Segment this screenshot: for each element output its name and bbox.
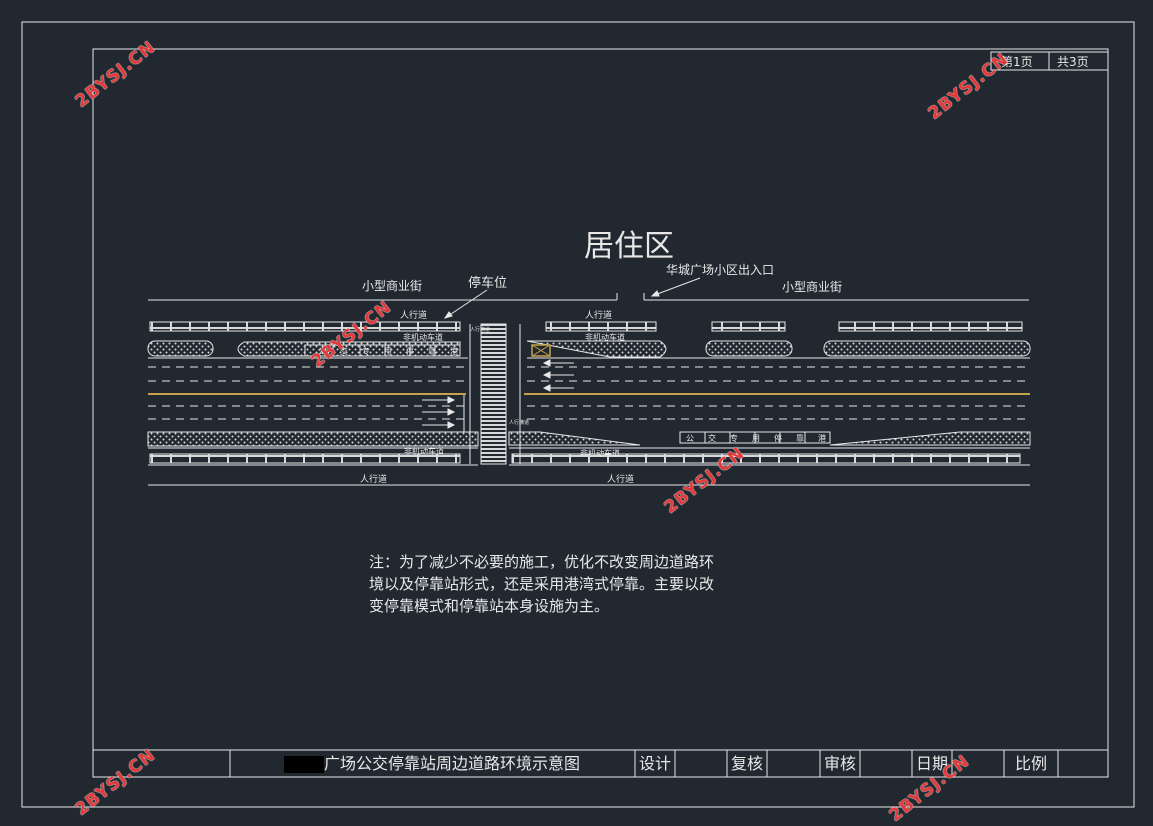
yellow-marker — [531, 344, 551, 357]
inner-frame — [92, 48, 1109, 778]
label-nonmotor-top-left: 非机动车道 — [403, 332, 443, 342]
curb-top-left — [149, 321, 461, 332]
label-street-right: 小型商业街 — [782, 279, 842, 294]
leader-entrance — [651, 277, 701, 297]
label-nonmotor-top-mid: 非机动车道 — [585, 332, 625, 342]
note-text: 注：为了减少不必要的施工，优化不改变周边道路环 境以及停靠站形式，还是采用港湾式… — [369, 551, 769, 617]
drawing-title: 广场公交停靠站周边道路环境示意图 — [324, 754, 581, 773]
island-top-1 — [147, 340, 214, 357]
redacted-block — [284, 756, 324, 773]
island-top-3 — [526, 340, 667, 358]
title-block-lines — [93, 749, 1108, 777]
label-crossing-bottom: 人行横道 — [509, 419, 529, 426]
label-nonmotor-bottom-left: 非机动车道 — [404, 446, 444, 456]
note-line-2: 境以及停靠站形式，还是采用港湾式停靠。主要以改 — [369, 575, 715, 593]
outer-frame — [21, 21, 1135, 808]
label-sidewalk-bottom-left: 人行道 — [360, 473, 387, 485]
scale-label: 比例 — [1015, 754, 1048, 773]
page-header-box — [990, 51, 1109, 71]
island-bottom-right2 — [829, 431, 1031, 446]
label-nonmotor-bottom-mid: 非机动车道 — [580, 448, 620, 458]
label-sidewalk-top-mid: 人行道 — [585, 309, 612, 321]
page-total: 共3页 — [1057, 55, 1089, 69]
design-label: 设计 — [639, 754, 672, 773]
curb-bottom-right — [511, 453, 1021, 464]
curb-top-right2 — [838, 321, 1023, 332]
note-line-1: 注：为了减少不必要的施工，优化不改变周边道路环 — [369, 553, 715, 571]
zebra-crossing — [480, 323, 507, 465]
road-plan — [147, 277, 1031, 486]
label-busstop-left: 公交专用停靠港 — [318, 346, 472, 356]
island-top-4 — [705, 340, 793, 357]
arrows-left — [542, 359, 574, 392]
label-crossing-top: 人行横道 — [470, 326, 490, 333]
arrows-right — [422, 396, 456, 429]
label-entrance: 华城广场小区出入口 — [666, 263, 774, 277]
label-sidewalk-bottom-mid: 人行道 — [607, 473, 634, 485]
label-sidewalk-top-left: 人行道 — [400, 309, 427, 321]
island-bottom-right — [508, 431, 641, 446]
label-busstop-right: 公交专用停靠港 — [686, 433, 840, 443]
note-line-3: 变停靠模式和停靠站本身设施为主。 — [369, 597, 610, 615]
curb-top-right1 — [711, 321, 786, 332]
curb-bottom-left — [149, 453, 461, 464]
review-label: 复核 — [731, 754, 764, 773]
date-label: 日期 — [916, 754, 949, 773]
diagram-title: 居住区 — [584, 229, 674, 264]
label-street-left: 小型商业街 — [362, 278, 422, 293]
audit-label: 审核 — [824, 754, 857, 773]
island-top-5 — [823, 340, 1031, 357]
island-bottom-left — [147, 431, 479, 447]
curb-top-mid — [545, 321, 657, 332]
page-current: 第1页 — [1001, 55, 1033, 69]
label-parking: 停车位 — [468, 275, 507, 291]
leader-parking — [444, 289, 488, 319]
